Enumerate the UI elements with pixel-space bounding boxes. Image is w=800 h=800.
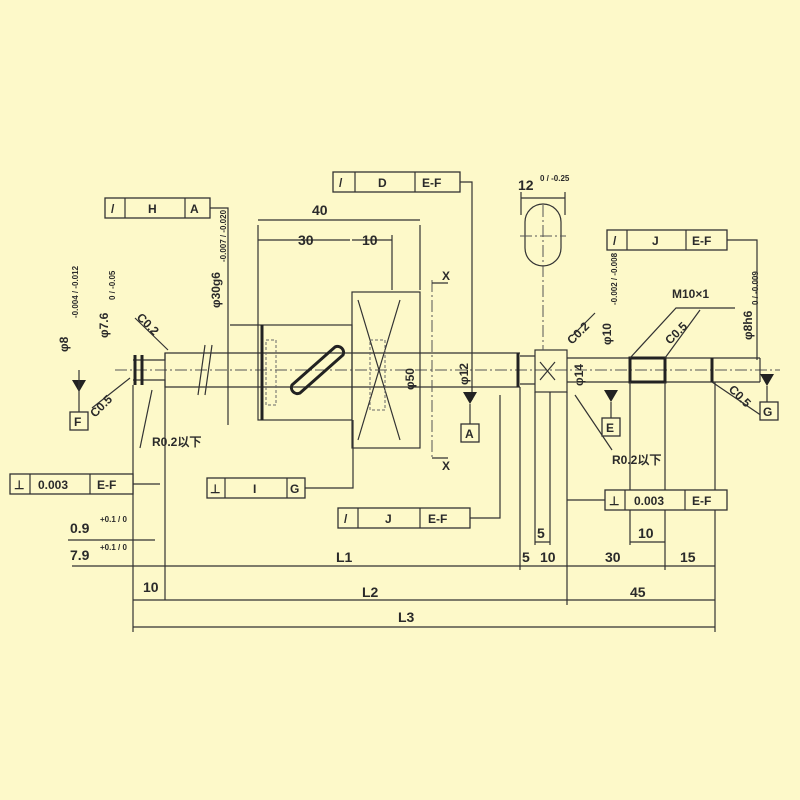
dia-50-label: φ50 <box>403 368 417 390</box>
datum-g: G <box>759 401 779 421</box>
chamfer-c02-left: C0.2 <box>134 310 162 338</box>
dim-10-bearing: 10 <box>540 549 556 565</box>
runout-symbol: / <box>339 176 343 190</box>
frame-datum: E-F <box>97 478 116 492</box>
dim-40: 40 <box>312 202 328 218</box>
perpendicularity-symbol: ⊥ <box>14 478 24 492</box>
dia-7.6-label: φ7.6 <box>97 312 111 338</box>
dia-12-label: φ12 <box>457 363 471 385</box>
runout-symbol: / <box>344 512 348 526</box>
runout-symbol: / <box>613 234 617 248</box>
groove-width-label: 0.9 <box>70 520 90 536</box>
groove-pos-tol: +0.1 / 0 <box>100 543 127 552</box>
perpendicularity-symbol: ⊥ <box>609 494 619 508</box>
dim-l1: L1 <box>336 549 353 565</box>
dia-8h6-tol: 0 / -0.009 <box>751 271 760 305</box>
datum-a-label: A <box>465 427 474 441</box>
frame-tol: 0.003 <box>38 478 68 492</box>
datum-f-label: F <box>74 415 81 429</box>
dia-30g6-tol: -0.007 / -0.020 <box>219 209 228 262</box>
dim-l3: L3 <box>398 609 415 625</box>
radius-left-label: R0.2以下 <box>152 435 201 449</box>
diameter-labels: φ8 -0.004 / -0.012 φ7.6 0 / -0.05 φ30g6 … <box>57 209 760 390</box>
section-x-top-label: X <box>442 269 450 283</box>
datum-e: E <box>601 417 621 437</box>
datum-a: A <box>460 423 480 443</box>
frame-tol: I <box>253 482 256 496</box>
dia-14-label: φ14 <box>572 364 586 386</box>
dim-30-right: 30 <box>605 549 621 565</box>
frame-i-g: ⊥ I G <box>206 477 306 499</box>
groove-width-tol: +0.1 / 0 <box>100 515 127 524</box>
frame-tol: D <box>378 176 387 190</box>
datum-e-label: E <box>606 421 614 435</box>
end-view: 12 0 / -0.25 <box>518 174 570 350</box>
frame-d-ef: / D E-F <box>332 171 461 193</box>
dim-30-nut: 30 <box>298 232 314 248</box>
groove-pos-label: 7.9 <box>70 547 90 563</box>
dia-8-tol: -0.004 / -0.012 <box>71 265 80 318</box>
frame-datum: A <box>190 202 199 216</box>
dia-10-label: φ10 <box>600 323 614 345</box>
chamfer-c05-end: C0.5 <box>726 382 754 410</box>
dim-45: 45 <box>630 584 646 600</box>
frame-h-a: / H A <box>104 197 211 219</box>
frame-tol: J <box>652 234 659 248</box>
chamfer-c05-thread: C0.5 <box>662 319 690 347</box>
chamfer-c02-right: C0.2 <box>564 319 592 347</box>
frame-datum: E-F <box>428 512 447 526</box>
dia-8-label: φ8 <box>57 336 71 352</box>
dim-l2: L2 <box>362 584 379 600</box>
dim-10-flange: 10 <box>362 232 378 248</box>
dim-10-left: 10 <box>143 579 159 595</box>
frame-tol: 0.003 <box>634 494 664 508</box>
chamfer-c05-left: C0.5 <box>87 392 115 420</box>
dia-30g6-label: φ30g6 <box>209 272 223 308</box>
ball-nut <box>257 280 433 460</box>
frame-datum: E-F <box>692 494 711 508</box>
frame-tol: J <box>385 512 392 526</box>
perpendicularity-symbol: ⊥ <box>210 482 220 496</box>
frame-perp-right: ⊥ 0.003 E-F <box>604 489 728 511</box>
datum-f: F <box>69 411 89 431</box>
section-x-bottom-label: X <box>442 459 450 473</box>
dim-15: 15 <box>680 549 696 565</box>
radius-right-label: R0.2以下 <box>612 453 661 467</box>
frame-datum: G <box>290 482 299 496</box>
width-12-label: 12 <box>518 177 534 193</box>
dim-5-top: 5 <box>537 525 545 541</box>
runout-symbol: / <box>111 202 115 216</box>
dia-10-tol: -0.002 / -0.008 <box>610 252 619 305</box>
frame-perp-left: ⊥ 0.003 E-F <box>9 473 134 495</box>
frame-j-ef-mid: / J E-F <box>337 507 471 529</box>
frame-tol: H <box>148 202 157 216</box>
dim-5: 5 <box>522 549 530 565</box>
width-12-tol: 0 / -0.25 <box>540 174 570 183</box>
frame-datum: E-F <box>422 176 441 190</box>
dia-7.6-tol: 0 / -0.05 <box>108 270 117 300</box>
datum-g-label: G <box>763 405 772 419</box>
frame-j-ef-top: / J E-F <box>606 229 728 251</box>
frame-datum: E-F <box>692 234 711 248</box>
thread-m10-label: M10×1 <box>672 287 709 301</box>
dim-10-thread: 10 <box>638 525 654 541</box>
dia-8h6-label: φ8h6 <box>741 310 755 340</box>
